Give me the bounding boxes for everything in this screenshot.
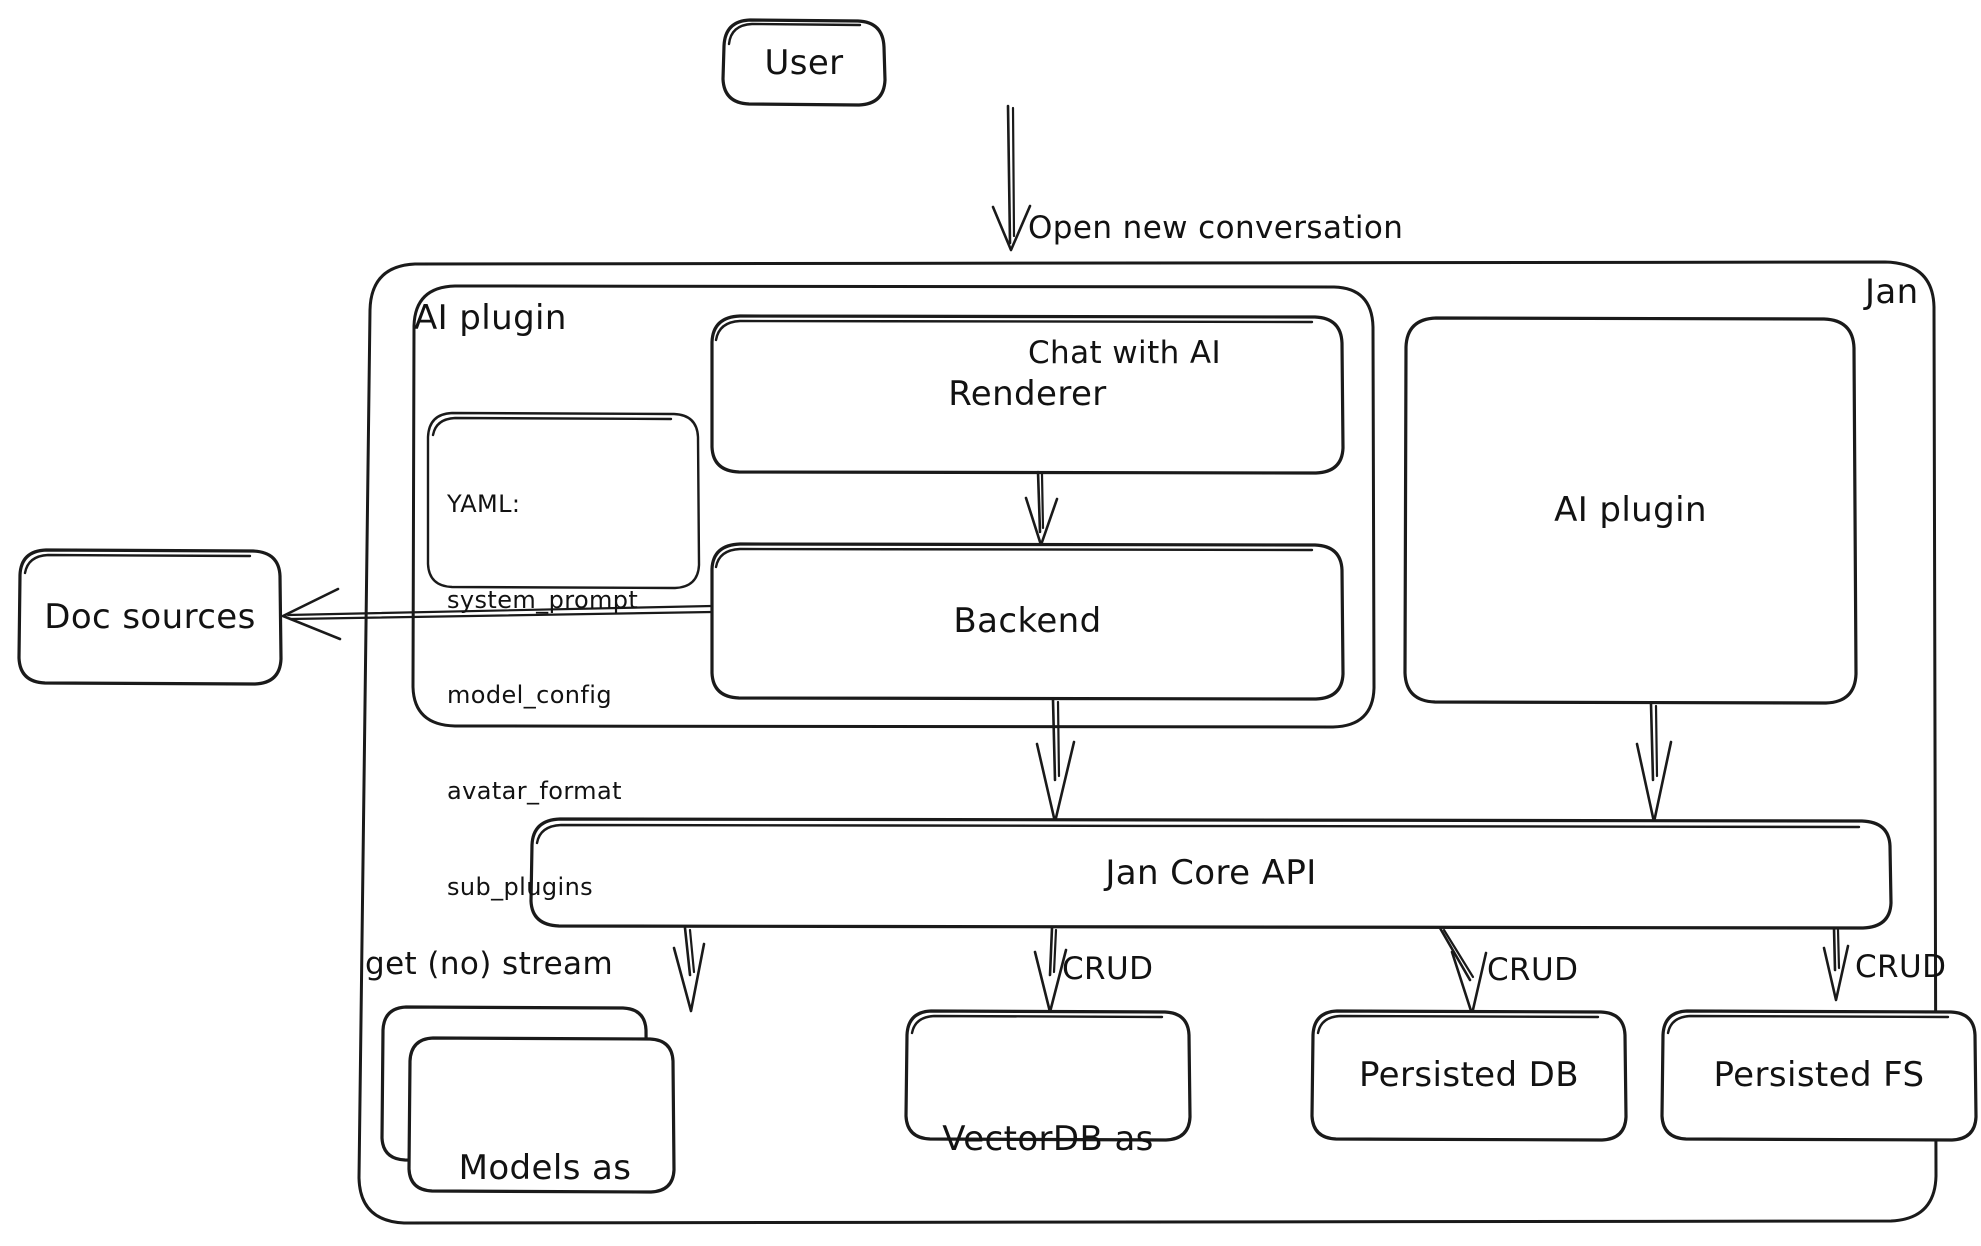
container-ai-plugin-group (411, 284, 1376, 729)
node-vectordb-plugin[interactable] (904, 1009, 1192, 1142)
edge-ai-plugin-to-core (1635, 702, 1673, 824)
edge-user-to-renderer (991, 104, 1032, 252)
node-backend[interactable] (710, 542, 1345, 701)
node-persisted-fs[interactable] (1660, 1009, 1978, 1142)
edge-backend-to-doc-sources (281, 587, 714, 641)
node-user[interactable] (721, 18, 887, 107)
node-jan-core-api[interactable] (529, 817, 1893, 930)
edge-core-to-models (672, 926, 706, 1013)
edge-renderer-to-backend (1024, 470, 1059, 547)
node-models-plugin[interactable] (380, 1005, 676, 1194)
edge-core-to-persisted-db (1438, 926, 1488, 1016)
node-renderer[interactable] (710, 314, 1345, 475)
node-persisted-db[interactable] (1310, 1009, 1628, 1142)
node-doc-sources[interactable] (17, 548, 283, 686)
node-ai-plugin[interactable] (1403, 316, 1858, 705)
edge-core-to-persisted-fs (1822, 926, 1850, 1002)
edge-core-to-vectordb (1033, 926, 1068, 1014)
node-yaml-card (426, 411, 701, 590)
container-jan (357, 260, 1938, 1225)
edge-backend-to-core (1035, 698, 1076, 824)
